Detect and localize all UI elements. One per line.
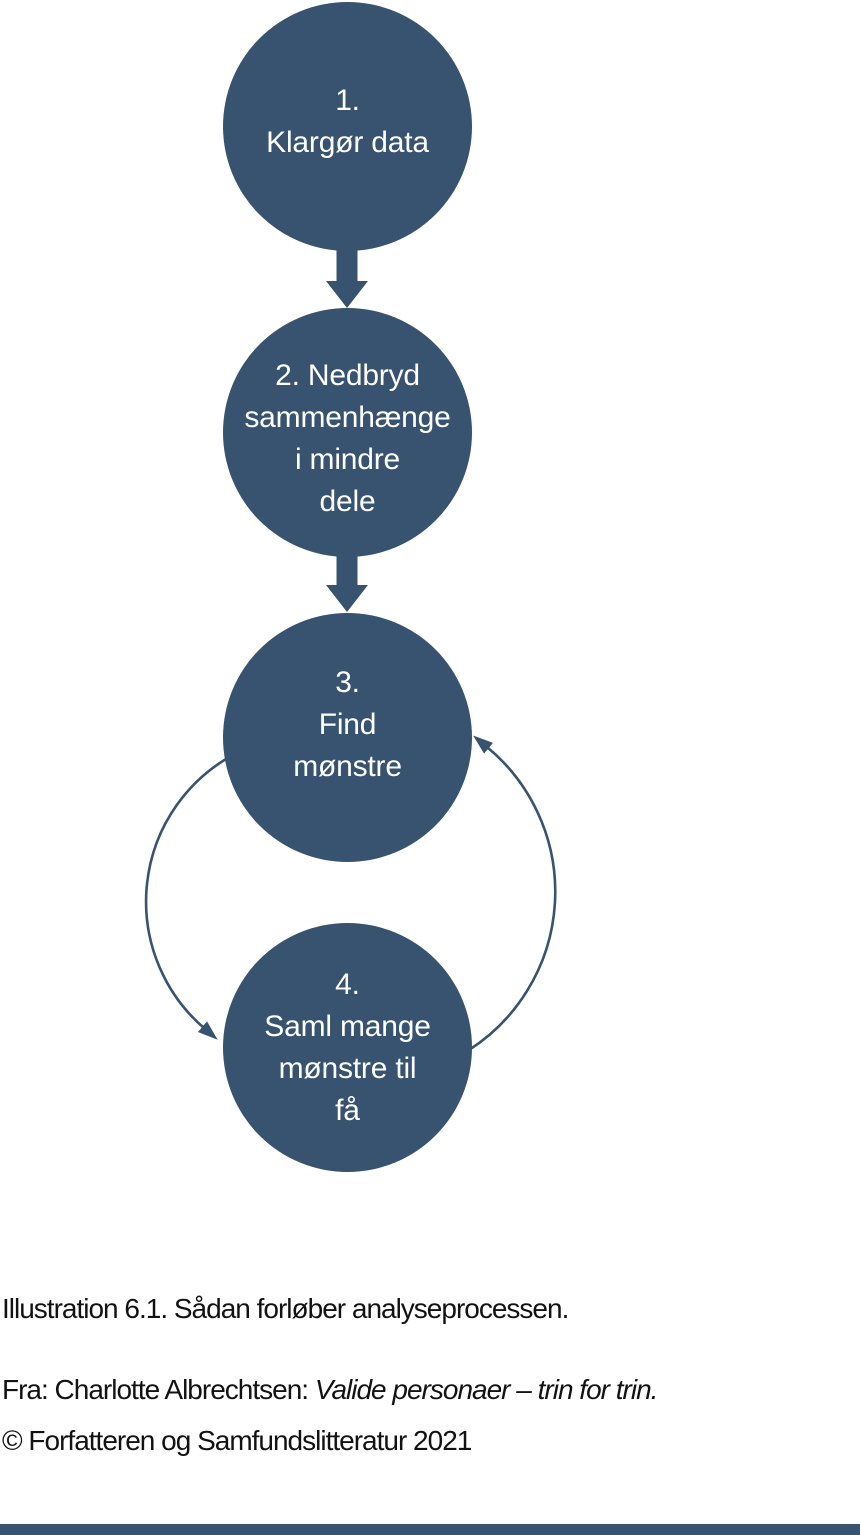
step-label-line: Klargør data (266, 125, 429, 159)
flow-step-1: 1. Klargør data (223, 2, 472, 251)
figure-copyright: © Forfatteren og Samfundslitteratur 2021 (2, 1425, 472, 1456)
cycle-arrow-left-icon (144, 753, 234, 1040)
flow-step-2: 2. Nedbryd sammenhænge i mindre dele (223, 308, 472, 557)
step-number: 4. (335, 967, 360, 1001)
figure-source: Fra: Charlotte Albrechtsen: Valide perso… (2, 1373, 860, 1407)
cycle-arrow-right-icon (468, 735, 557, 1052)
step-label-line: mønstre til (278, 1051, 417, 1085)
flow-step-3-text: 3. Find mønstre (293, 662, 402, 788)
step-label-line: i mindre (294, 442, 401, 476)
down-arrow-1-icon (326, 243, 368, 308)
figure-caption: Illustration 6.1. Sådan forløber analyse… (2, 1293, 569, 1324)
flow-step-4-text: 4. Saml mange mønstre til få (264, 964, 431, 1132)
flow-step-2-text: 2. Nedbryd sammenhænge i mindre dele (244, 355, 450, 523)
down-arrow-2-icon (326, 551, 368, 612)
step-label-line: mønstre (293, 749, 402, 783)
step-label-line: dele (319, 484, 376, 518)
source-book-title: Valide personaer – trin for trin. (314, 1374, 659, 1405)
step-number: 1. (335, 83, 360, 117)
step-label-line: 2. Nedbryd (275, 358, 420, 392)
step-label-line: sammenhænge (244, 400, 451, 434)
step-label-line: Saml mange (264, 1009, 431, 1043)
step-label-line: få (335, 1093, 360, 1127)
flow-step-3: 3. Find mønstre (223, 613, 472, 862)
step-label-line: Find (318, 707, 377, 741)
source-attribution-text: Fra: Charlotte Albrechtsen: (2, 1374, 315, 1405)
step-number: 3. (335, 665, 360, 699)
flow-step-4: 4. Saml mange mønstre til få (223, 923, 472, 1172)
footer-bar (0, 1524, 860, 1535)
flow-step-1-text: 1. Klargør data (266, 80, 429, 164)
